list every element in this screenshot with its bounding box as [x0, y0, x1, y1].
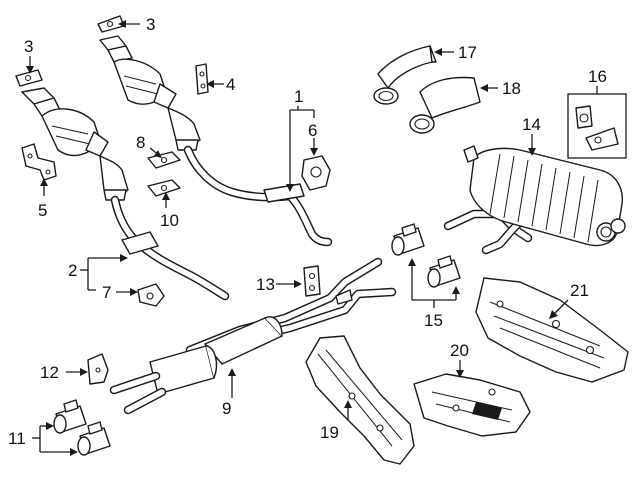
callout-3-left: 3: [24, 37, 33, 56]
gasket-3-left: [15, 69, 43, 87]
rear-muffler: [443, 145, 626, 255]
left-catalytic-converter: [21, 87, 129, 201]
callout-3-top: 3: [146, 15, 155, 34]
bracket-12: [87, 353, 109, 385]
tailpipe-extension-upper: [373, 45, 437, 105]
callout-11: 11: [8, 429, 26, 448]
callout-16: 16: [588, 67, 607, 86]
callout-12: 12: [40, 363, 59, 382]
left-downpipe: [110, 195, 230, 301]
tailpipe-extension-lower: [409, 76, 481, 134]
hanger-13: [303, 265, 321, 297]
right-catalytic-converter: [99, 35, 201, 151]
callout-5: 5: [38, 201, 47, 220]
bracket-4: [195, 63, 209, 95]
callout-6: 6: [308, 121, 317, 140]
clamp-15-lower: [427, 255, 461, 288]
leader-lines: [26, 20, 598, 456]
callout-21: 21: [570, 281, 589, 300]
bracket-7: [137, 283, 165, 307]
callout-19: 19: [320, 423, 339, 442]
callout-20: 20: [450, 341, 469, 360]
gasket-9: [147, 179, 181, 197]
hanger-kit-box: [567, 93, 627, 159]
callout-10: 9: [222, 399, 231, 418]
callout-9: 10: [160, 211, 179, 230]
gasket-8: [147, 151, 181, 169]
callout-17: 17: [458, 43, 477, 62]
heat-shield-center-20: [413, 373, 531, 437]
callout-1: 1: [294, 87, 303, 106]
clamp-15-upper: [391, 223, 425, 256]
callout-18: 18: [502, 79, 521, 98]
clamp-11-lower: [77, 421, 111, 456]
hanger-6: [301, 155, 331, 191]
heat-shield-rear-21: [475, 277, 629, 383]
intermediate-pipe-resonator: [109, 257, 397, 415]
callout-13: 13: [256, 275, 275, 294]
clamp-11-upper: [53, 399, 87, 434]
heat-shield-front-19: [305, 335, 415, 465]
callout-14: 14: [522, 115, 541, 134]
bracket-5: [21, 143, 57, 181]
callout-8: 8: [136, 133, 145, 152]
callout-15: 15: [424, 311, 443, 330]
callout-labels: 3 3 4 5 1 6 8 10 2 7 13 12 9 11 14 15 16…: [8, 15, 607, 448]
callout-7: 7: [102, 283, 111, 302]
callout-2: 2: [68, 261, 77, 280]
callout-4: 4: [226, 75, 235, 94]
